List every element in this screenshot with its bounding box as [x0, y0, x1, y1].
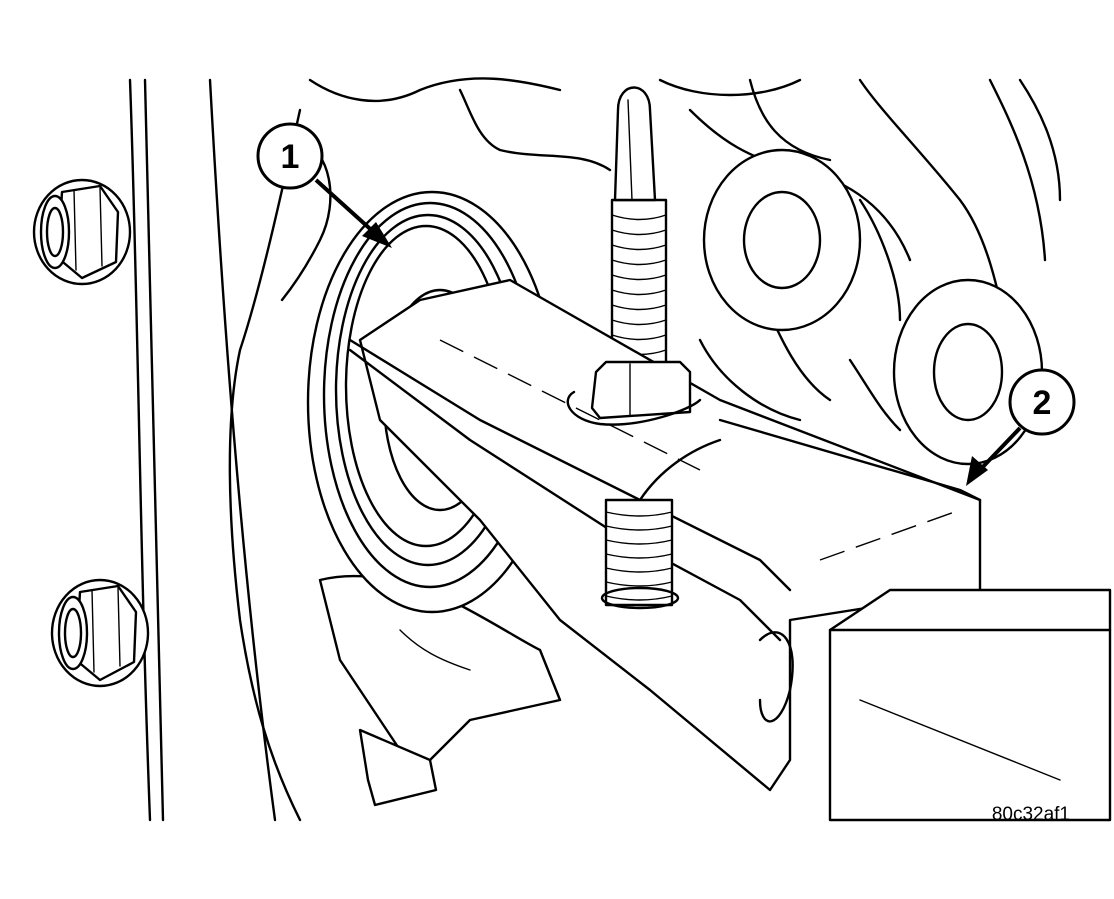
threaded-rod-upper [610, 86, 668, 382]
washer-upper [702, 148, 862, 332]
washer-lower [892, 278, 1044, 466]
threaded-rod-lower [600, 498, 680, 610]
flange-nut-upper [32, 178, 132, 286]
flange-nut-lower [50, 578, 150, 688]
figure-reference: 80c32af1 [992, 804, 1070, 825]
leader-line-2 [966, 426, 1022, 486]
frame-rail [128, 78, 277, 822]
callout-1-label: 1 [281, 138, 300, 176]
callout-1: 1 [256, 122, 324, 190]
callout-2-label: 2 [1033, 384, 1052, 422]
leader-line-1 [314, 178, 392, 248]
hex-nut [566, 360, 702, 426]
callout-2: 2 [1008, 368, 1076, 436]
